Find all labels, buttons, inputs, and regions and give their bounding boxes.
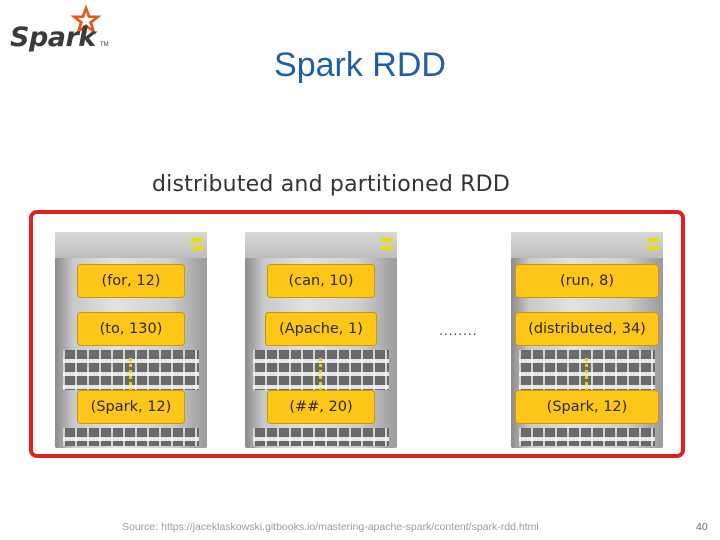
logo-wordmark: Spark <box>10 22 96 53</box>
server-led <box>191 246 203 250</box>
server-node-2: (can, 10) (Apache, 1) (##, 20) <box>245 232 397 448</box>
pair-box: (distributed, 34) <box>515 312 659 346</box>
diagram-subtitle: distributed and partitioned RDD <box>152 172 510 197</box>
pair-box: (run, 8) <box>515 264 659 298</box>
server-grille <box>63 428 199 446</box>
server-grille <box>519 428 655 446</box>
pair-box: (Apache, 1) <box>265 312 377 346</box>
spark-logo: Spark TM <box>8 1 109 54</box>
server-led <box>191 238 203 242</box>
server-led <box>381 238 393 242</box>
server-top <box>511 232 663 258</box>
server-led <box>647 246 659 250</box>
server-node-1: (for, 12) (to, 130) (Spark, 12) <box>55 232 207 448</box>
star-icon <box>67 1 105 38</box>
partition-dots <box>585 358 588 390</box>
server-led <box>381 246 393 250</box>
pair-box: (for, 12) <box>77 264 185 298</box>
partition-dots <box>129 358 132 390</box>
pair-box: (Spark, 12) <box>515 390 659 424</box>
page-title: Spark RDD <box>274 46 446 84</box>
pair-box: (##, 20) <box>267 390 375 424</box>
server-grille <box>253 428 389 446</box>
server-top <box>55 232 207 258</box>
server-led <box>647 238 659 242</box>
logo-trademark: TM <box>100 42 109 48</box>
pair-box: (Spark, 12) <box>77 390 185 424</box>
server-node-3: (run, 8) (distributed, 34) (Spark, 12) <box>511 232 663 448</box>
rdd-frame: (for, 12) (to, 130) (Spark, 12) (can, 10… <box>29 210 685 458</box>
page-number: 40 <box>696 521 708 533</box>
server-top <box>245 232 397 258</box>
partition-dots <box>319 358 322 390</box>
more-nodes-ellipsis: ........ <box>439 324 478 338</box>
pair-box: (can, 10) <box>267 264 375 298</box>
pair-box: (to, 130) <box>77 312 185 346</box>
source-citation: Source: https://jaceklaskowski.gitbooks.… <box>122 521 539 533</box>
